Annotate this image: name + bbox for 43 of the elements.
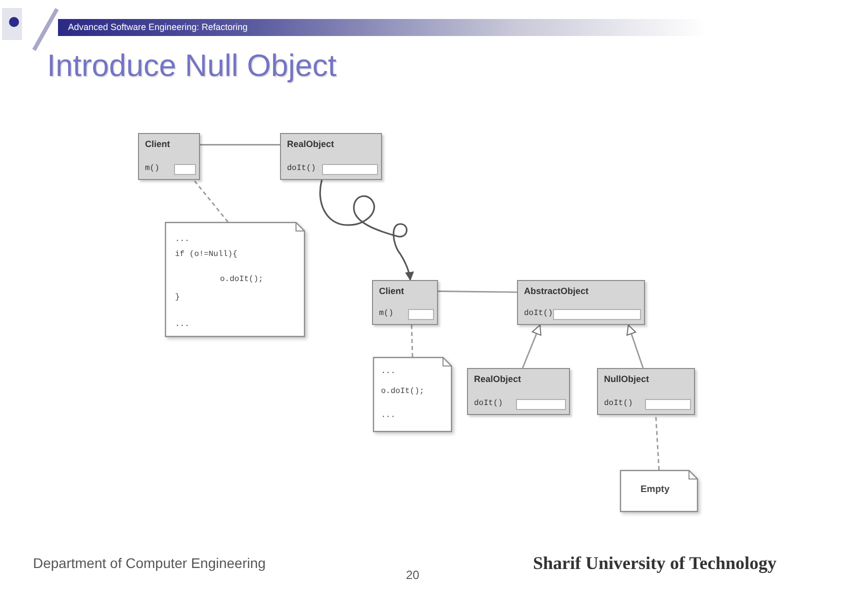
- slide-title: Introduce Null Object: [47, 48, 336, 84]
- class-box: [138, 133, 200, 180]
- code-line: ...: [175, 320, 190, 330]
- code-line: o.doIt();: [381, 387, 424, 397]
- generalization-arrow: [626, 324, 644, 368]
- code-line: if (o!=Null){: [175, 250, 238, 260]
- class-name: RealObject: [474, 374, 522, 384]
- operation-text: doIt(): [474, 399, 503, 408]
- class-name: Client: [379, 286, 404, 296]
- operation-text: doIt(): [604, 399, 633, 408]
- operation-text: doIt(): [524, 309, 553, 318]
- operation-text: m(): [379, 309, 394, 318]
- generalization-arrow: [522, 324, 542, 368]
- code-line: ...: [381, 367, 396, 377]
- association-line: [438, 290, 517, 293]
- header-text: Advanced Software Engineering: Refactoring: [68, 22, 248, 32]
- association-line: [200, 144, 280, 146]
- code-line: o.doIt();: [220, 275, 264, 285]
- note-box: [373, 357, 452, 432]
- code-line: }: [175, 293, 180, 303]
- transformation-arrow: [319, 180, 414, 281]
- code-line: ...: [175, 235, 190, 245]
- note-box: [620, 470, 698, 512]
- class-box: [467, 368, 570, 415]
- class-name: Client: [145, 139, 170, 149]
- footer-text: Department of Computer Engineering: [33, 555, 266, 571]
- page-number: 20: [406, 568, 420, 582]
- class-box: [517, 280, 645, 325]
- note-box: [165, 222, 305, 337]
- note-anchor-line: [655, 414, 660, 470]
- class-name: RealObject: [287, 139, 334, 149]
- class-name: NullObject: [604, 374, 650, 384]
- operation-text: doIt(): [287, 164, 316, 173]
- note-anchor-line: [193, 180, 229, 222]
- footer-text: Sharif University of Technology: [533, 553, 777, 574]
- code-line: ...: [381, 411, 396, 421]
- class-box: [597, 368, 695, 415]
- class-name: AbstractObject: [524, 286, 589, 296]
- class-box: [372, 280, 438, 325]
- note-anchor-line: [410, 324, 414, 358]
- note-text: Empty: [639, 484, 671, 495]
- class-box: [280, 133, 382, 180]
- operation-text: m(): [145, 164, 160, 173]
